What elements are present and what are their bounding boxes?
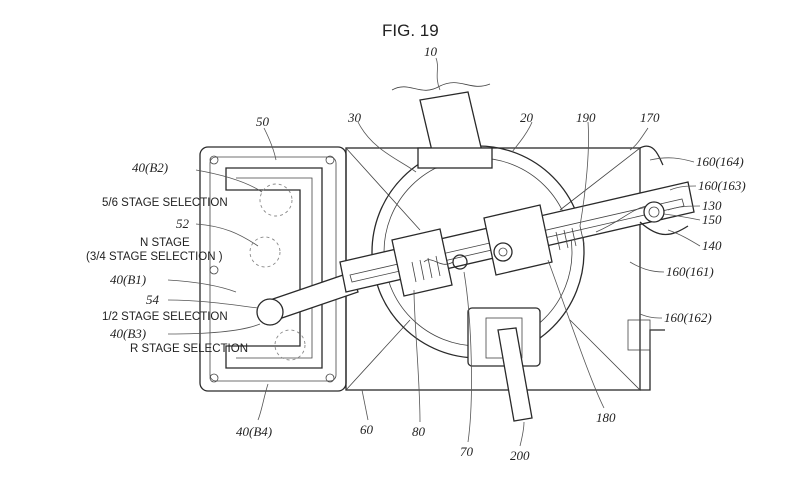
ref-160-161: 160(161) (666, 264, 714, 279)
ref-54: 54 (146, 292, 160, 307)
ref-52: 52 (176, 216, 190, 231)
label-r-stage: R STAGE SELECTION (130, 343, 248, 355)
ref-160-162: 160(162) (664, 310, 712, 325)
ref-40-b1: 40(B1) (110, 272, 146, 287)
ref-80: 80 (412, 424, 426, 439)
ref-70: 70 (460, 444, 474, 459)
figure-caption: FIG. 19 (382, 21, 439, 40)
selector-lever (256, 181, 695, 326)
reference-numerals: 10 20 30 50 190 170 160(164) 160(163) 13… (110, 44, 746, 463)
label-stage-12: 1/2 STAGE SELECTION (102, 311, 228, 323)
label-stage-56: 5/6 STAGE SELECTION (102, 197, 228, 209)
leader-lines (167, 57, 701, 447)
ref-60: 60 (360, 422, 374, 437)
gate-plate (199, 146, 347, 392)
ref-180: 180 (596, 410, 616, 425)
ref-20: 20 (520, 110, 534, 125)
ref-130: 130 (702, 198, 722, 213)
ref-170: 170 (640, 110, 660, 125)
ref-160-163: 160(163) (698, 178, 746, 193)
ref-160-164: 160(164) (696, 154, 744, 169)
lower-lever (467, 307, 541, 422)
ref-40-b4: 40(B4) (236, 424, 272, 439)
label-n-stage: N STAGE (140, 237, 190, 249)
ref-150: 150 (702, 212, 722, 227)
ref-50: 50 (256, 114, 270, 129)
ref-190: 190 (576, 110, 596, 125)
ref-40-b2: 40(B2) (132, 160, 168, 175)
label-stage-34: (3/4 STAGE SELECTION ) (86, 251, 223, 263)
ref-200: 200 (510, 448, 530, 463)
ref-140: 140 (702, 238, 722, 253)
ref-40-b3: 40(B3) (110, 326, 146, 341)
ref-30: 30 (347, 110, 362, 125)
ref-10: 10 (424, 44, 438, 59)
stage-labels: 5/6 STAGE SELECTION N STAGE (3/4 STAGE S… (86, 197, 248, 355)
input-shaft (391, 82, 493, 169)
